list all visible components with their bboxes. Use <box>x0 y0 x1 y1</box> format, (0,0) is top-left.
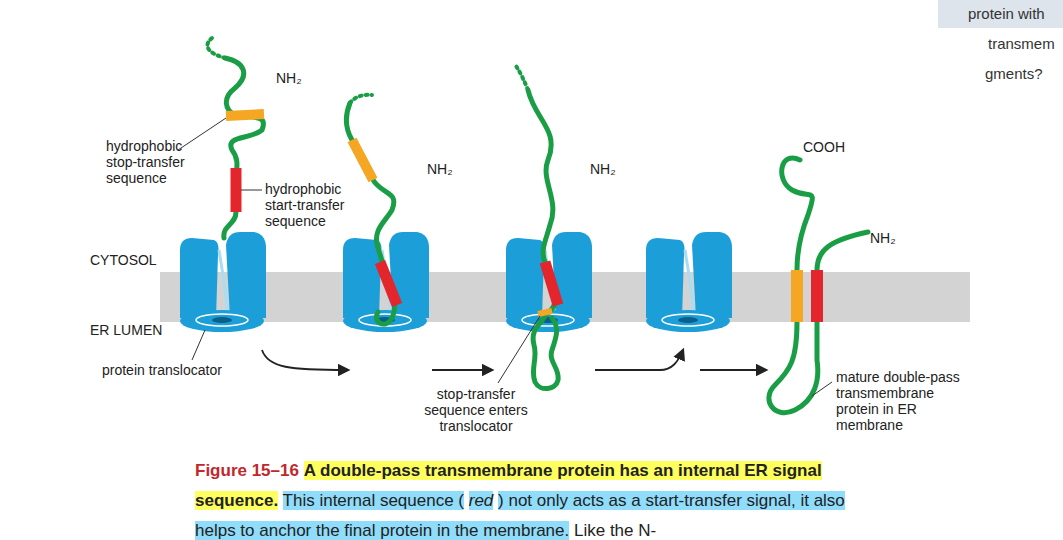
part-label: protein translocator <box>102 362 222 378</box>
panel <box>938 0 1063 28</box>
terminus-label: NH₂ <box>276 70 302 86</box>
cut-text: gments? <box>985 66 1043 82</box>
protein-chains <box>207 38 868 413</box>
region-label: ER LUMEN <box>90 322 162 338</box>
protein-translocator <box>180 232 266 332</box>
terminus-label: NH₂ <box>870 230 896 246</box>
part-label: hydrophobic start-transfer sequence <box>265 181 363 229</box>
protein-translocator <box>506 232 592 332</box>
protein-translocator <box>343 232 429 332</box>
terminus-label: NH₂ <box>427 161 453 177</box>
figure-caption: Figure 15–16 A double-pass transmembrane… <box>195 456 867 540</box>
cut-text: protein with <box>968 6 1045 22</box>
caption-text: Figure 15–16 <box>195 461 299 480</box>
step-label: stop-transfer sequence enters translocat… <box>410 386 542 434</box>
part-label: hydrophobic stop-transfer sequence <box>106 138 198 186</box>
part-label: mature double-pass transmembrane protein… <box>836 369 976 433</box>
terminus-label: NH₂ <box>590 161 616 177</box>
leader-lines <box>178 118 832 396</box>
terminus-label: COOH <box>803 139 845 155</box>
cut-text: transmem <box>988 36 1055 52</box>
step-arrows <box>262 350 766 370</box>
caption-text: red <box>469 491 494 510</box>
caption-text: This internal sequence ( <box>283 491 464 510</box>
protein-translocator <box>646 232 732 332</box>
region-label: CYTOSOL <box>90 252 157 268</box>
caption-text: Like the N- <box>574 521 656 540</box>
